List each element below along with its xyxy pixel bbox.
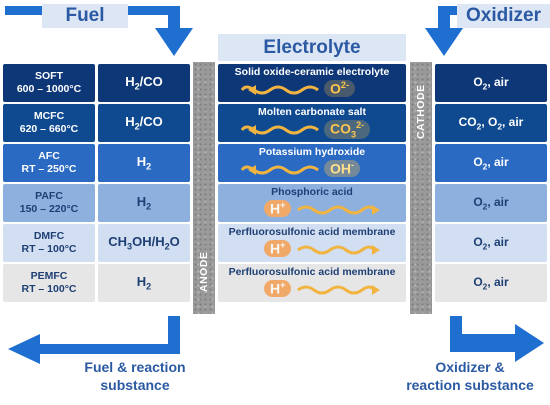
ion-label: H+ [264, 240, 292, 257]
ion-transport: OH- [218, 159, 406, 181]
fuel-value: H2/CO [125, 74, 163, 92]
fuel-output-label: Fuel & reaction substance [60, 358, 210, 394]
ion-transport: H+ [218, 199, 406, 221]
fuel-cell-fuel-2: H2 [98, 144, 190, 182]
fuel-input-arrow [5, 6, 193, 56]
wave-arrow-icon [297, 285, 380, 295]
oxidizer-value: O2, air [473, 74, 509, 92]
oxidizer-header: Oxidizer [457, 4, 550, 28]
fuel-value: CH3OH/H2O [108, 234, 180, 252]
fuel-value: H2/CO [125, 114, 163, 132]
fuel-cell-type: SOFT [35, 70, 63, 82]
fuel-cell-type: AFC [38, 150, 60, 162]
oxidizer-value: O2, air [473, 154, 509, 172]
wave-arrow-icon [240, 85, 319, 95]
electrolyte-name: Molten carbonate salt [258, 106, 366, 118]
fuel-cell-fuel-4: CH3OH/H2O [98, 224, 190, 262]
ion-transport: O2- [218, 79, 406, 101]
cathode-label: CATHODE [415, 84, 427, 140]
electrolyte-name: Perfluorosulfonic acid membrane [228, 266, 396, 278]
oxidizer-output-arrow [450, 316, 544, 362]
fuel-cell-temperature: RT – 250°C [21, 163, 77, 175]
fuel-cell-type: DMFC [33, 230, 65, 242]
fuel-cell-temperature: 600 – 1000°C [16, 83, 82, 95]
ion-label: H+ [264, 200, 292, 217]
electrolyte-name: Perfluorosulfonic acid membrane [228, 226, 396, 238]
fuel-cell-type: PEMFC [30, 270, 68, 282]
fuel-cell-fuel-0: H2/CO [98, 64, 190, 102]
fuel-cell-fuel-5: H2 [98, 264, 190, 302]
fuel-output-line2: substance [100, 377, 170, 393]
oxidizer-output-line1: Oxidizer & [435, 359, 505, 375]
ion-transport: H+ [218, 239, 406, 261]
fuel-cell-oxidizer-5: O2, air [435, 264, 547, 302]
oxidizer-value: O2, air [473, 274, 509, 292]
fuel-cell-oxidizer-1: CO2, O2, air [435, 104, 547, 142]
ion-label: O2- [324, 80, 355, 97]
fuel-cell-fuel-3: H2 [98, 184, 190, 222]
fuel-output-line1: Fuel & reaction [84, 359, 186, 375]
fuel-cell-oxidizer-2: O2, air [435, 144, 547, 182]
fuel-cell-temperature: RT – 100°C [21, 243, 77, 255]
ion-transport: CO32- [218, 119, 406, 141]
fuel-value: H2 [136, 274, 152, 292]
oxidizer-output-label: Oxidizer & reaction substance [392, 358, 548, 394]
fuel-cell-temperature: RT – 100°C [21, 283, 77, 295]
wave-arrow-icon [240, 165, 319, 175]
wave-arrow-icon [297, 245, 380, 255]
electrolyte-name: Phosphoric acid [271, 186, 353, 198]
oxidizer-input-arrow [425, 6, 530, 56]
oxidizer-value: O2, air [473, 194, 509, 212]
fuel-output-arrow [8, 316, 180, 364]
anode-strip [193, 62, 215, 314]
fuel-cell-oxidizer-4: O2, air [435, 224, 547, 262]
oxidizer-value: O2, air [473, 234, 509, 252]
fuel-cell-fuel-1: H2/CO [98, 104, 190, 142]
fuel-cell-oxidizer-0: O2, air [435, 64, 547, 102]
electrolyte-name: Solid oxide-ceramic electrolyte [234, 66, 390, 78]
fuel-cell-temperature: 620 – 660°C [19, 123, 79, 135]
oxidizer-output-line2: reaction substance [406, 377, 534, 393]
fuel-header: Fuel [42, 4, 128, 28]
fuel-cell-oxidizer-3: O2, air [435, 184, 547, 222]
cathode-strip [410, 62, 432, 314]
fuel-value: H2 [136, 194, 152, 212]
electrolyte-header: Electrolyte [218, 34, 406, 61]
wave-arrow-icon [297, 205, 380, 215]
ion-label: OH- [324, 160, 361, 177]
oxidizer-value: CO2, O2, air [458, 114, 524, 132]
electrolyte-name: Potassium hydroxide [258, 146, 366, 158]
fuel-cell-type: PAFC [35, 190, 63, 202]
wave-arrow-icon [240, 125, 319, 135]
ion-transport: H+ [218, 279, 406, 301]
anode-label: ANODE [198, 251, 210, 293]
fuel-cell-type: MCFC [33, 110, 65, 122]
ion-label: CO32- [324, 120, 371, 140]
ion-label: H+ [264, 280, 292, 297]
fuel-value: H2 [136, 154, 152, 172]
fuel-cell-temperature: 150 – 220°C [19, 203, 79, 215]
